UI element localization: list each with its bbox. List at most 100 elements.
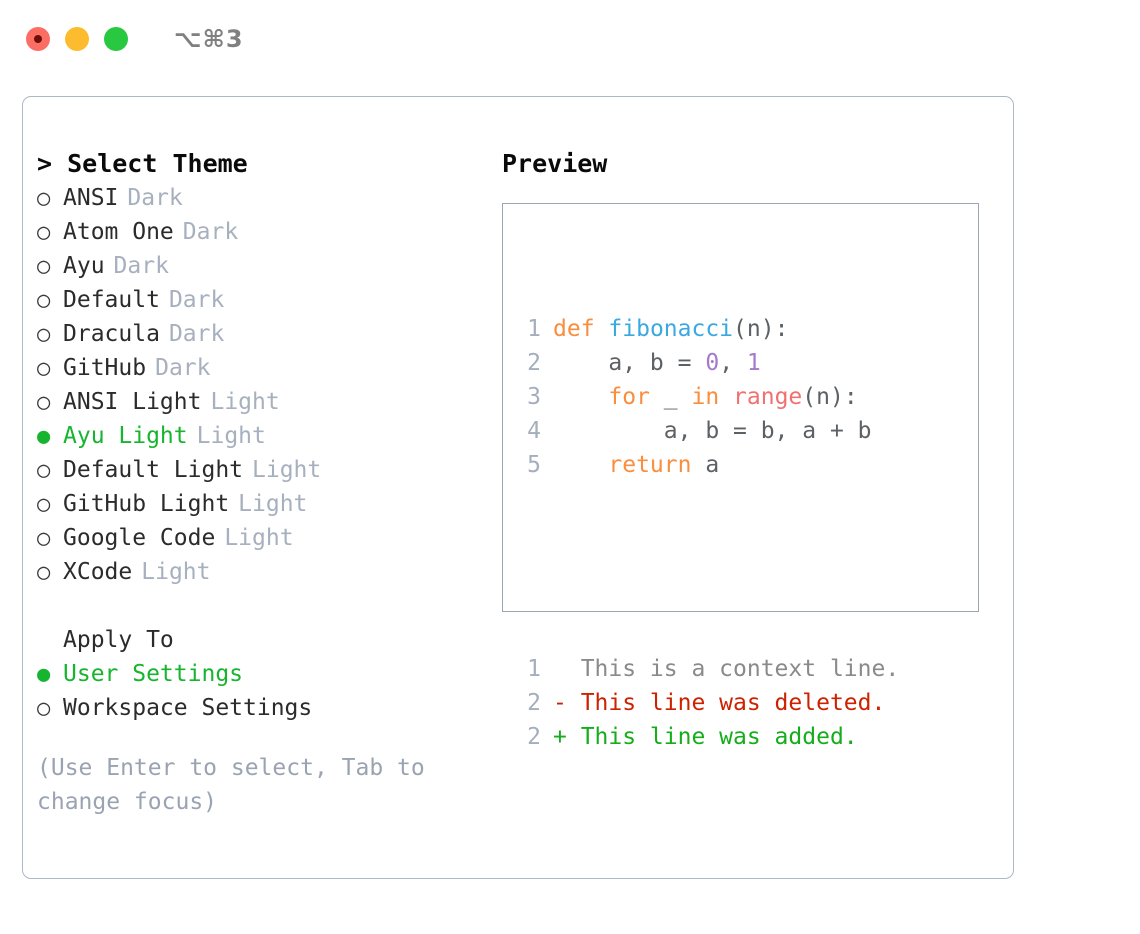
radio-unselected-icon: ○ (37, 492, 51, 517)
minimize-button[interactable] (65, 27, 89, 51)
line-number: 2 (527, 690, 541, 716)
code-token-txt (553, 452, 608, 478)
theme-option-label: ANSI (63, 185, 119, 211)
radio-unselected-icon: ○ (37, 254, 51, 279)
theme-option-label: XCode (63, 559, 133, 585)
theme-option-default-light[interactable]: ○ Default Light Light (37, 453, 477, 487)
apply-to-option-workspace-settings[interactable]: ○Workspace Settings (37, 691, 477, 725)
code-token-txt (595, 316, 609, 342)
theme-variant-tag: Light (141, 559, 211, 585)
diff-line-text: + This line was added. (553, 724, 858, 750)
preview-heading: Preview (502, 149, 608, 178)
apply-to-list: ● User Settings ○Workspace Settings (37, 657, 477, 725)
theme-option-github-light[interactable]: ○ GitHub Light Light (37, 487, 477, 521)
code-token-txt: (n): (733, 316, 789, 342)
radio-selected-icon: ● (37, 662, 51, 687)
radio-unselected-icon: ○ (37, 458, 51, 483)
code-token-txt: a (691, 452, 720, 478)
theme-variant-tag: Light (238, 491, 308, 517)
code-token-txt: _ (649, 384, 692, 410)
radio-unselected-icon: ○ (37, 356, 51, 381)
keyboard-shortcut-label: ⌥⌘3 (174, 25, 244, 53)
line-number: 2 (527, 350, 541, 376)
code-token-txt: a, b = (553, 350, 706, 376)
theme-variant-tag: Dark (155, 355, 211, 381)
theme-option-xcode[interactable]: ○ XCode Light (37, 555, 477, 589)
theme-variant-tag: Light (252, 457, 322, 483)
theme-option-label: Ayu (63, 253, 105, 279)
diff-sample: 1 This is a context line.2- This line wa… (515, 652, 899, 754)
line-number: 5 (527, 452, 541, 478)
close-button[interactable] (26, 27, 50, 51)
maximize-button[interactable] (104, 27, 128, 51)
diff-line-ctx: 1 This is a context line. (515, 652, 899, 686)
apply-to-heading: Apply To (37, 623, 477, 657)
apply-to-option-user-settings[interactable]: ● User Settings (37, 657, 477, 691)
theme-option-ansi-light[interactable]: ○ ANSI Light Light (37, 385, 477, 419)
code-token-txt: (n): (802, 384, 858, 410)
code-token-txt (719, 384, 733, 410)
code-token-txt (553, 384, 608, 410)
radio-unselected-icon: ○ (37, 288, 51, 313)
code-line: 2 a, b = 0, 1 (515, 346, 899, 380)
apply-to-heading-indent (37, 624, 63, 658)
theme-variant-tag: Dark (127, 185, 183, 211)
theme-variant-tag: Dark (168, 321, 225, 347)
radio-unselected-icon: ○ (37, 220, 51, 245)
line-number: 1 (527, 656, 541, 682)
theme-option-label: GitHub Light (63, 491, 230, 517)
theme-variant-tag: Light (210, 389, 280, 415)
radio-unselected-icon: ○ (37, 322, 51, 347)
code-token-num: 0 (705, 350, 720, 376)
keyboard-hint-text: (Use Enter to select, Tab to change focu… (37, 755, 425, 815)
theme-variant-tag: Dark (182, 219, 239, 245)
theme-variant-tag: Dark (168, 287, 225, 313)
diff-line-del: 2- This line was deleted. (515, 686, 899, 720)
theme-option-label: ANSI Light (63, 389, 202, 415)
theme-option-github[interactable]: ○ GitHub Dark (37, 351, 477, 385)
traffic-lights (26, 27, 128, 51)
code-line: 5 return a (515, 448, 899, 482)
apply-to-heading-label: Apply To (63, 627, 174, 653)
code-token-txt: , (719, 350, 747, 376)
radio-unselected-icon: ○ (37, 560, 51, 585)
code-token-kw: in (691, 384, 720, 410)
radio-selected-icon: ● (37, 424, 51, 449)
theme-option-label: Default Light (63, 457, 244, 483)
code-line: 3 for _ in range(n): (515, 380, 899, 414)
line-number: 2 (527, 724, 541, 750)
apply-to-option-label: Workspace Settings (63, 695, 313, 721)
title-bar: ⌥⌘3 (0, 0, 1140, 78)
code-token-txt: a, b = b, a + b (553, 418, 872, 444)
theme-option-label: Google Code (63, 525, 216, 551)
line-number: 3 (527, 384, 541, 410)
theme-variant-tag: Light (224, 525, 294, 551)
apply-to-option-label: User Settings (63, 661, 244, 687)
theme-option-google-code[interactable]: ○ Google Code Light (37, 521, 477, 555)
code-token-fn: fibonacci (608, 316, 734, 342)
diff-line-add: 2 + This line was added. (515, 720, 899, 754)
theme-option-label: GitHub (63, 355, 147, 381)
radio-unselected-icon: ○ (37, 526, 51, 551)
code-token-bi: range (733, 384, 803, 410)
diff-line-text: This is a context line. (553, 656, 900, 682)
select-theme-heading: > Select Theme (37, 149, 248, 178)
theme-option-label: Ayu Light (63, 423, 188, 449)
radio-unselected-icon: ○ (37, 390, 51, 415)
code-token-kw: for (608, 384, 650, 410)
